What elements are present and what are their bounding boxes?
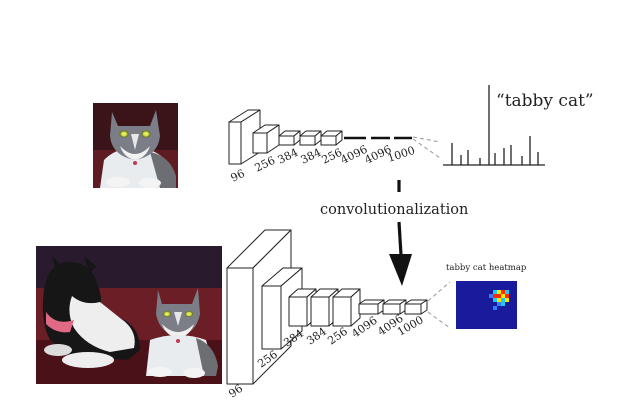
tabby-cat-photo	[93, 103, 178, 188]
top-layer-label: 96	[229, 167, 247, 185]
bottom-layer-1000-box	[405, 300, 427, 314]
tabby-cat-heatmap	[456, 281, 517, 329]
bottom-layer-4096a-box	[359, 300, 384, 314]
top-layer-256b-box	[321, 131, 342, 145]
top-layer-label: 256	[253, 154, 278, 175]
top-layer-384a-box	[279, 131, 300, 145]
bottom-layer-256b-box	[333, 289, 360, 326]
top-layer-label: 384	[276, 146, 301, 167]
bottom-layer-label: 96	[226, 382, 245, 401]
bottom-layer-label: 256	[325, 325, 350, 348]
top-layer-label: 1000	[386, 144, 417, 165]
top-layer-384b-box	[300, 131, 321, 145]
dog-and-cat-photo	[36, 246, 222, 384]
convolutionalization-arrowhead	[389, 254, 412, 286]
convolutionalization-caption: convolutionalization	[320, 202, 468, 218]
convolutionalization-arrow-shaft	[399, 222, 401, 255]
bottom-projection-lines	[428, 282, 450, 328]
bottom-layer-4096b-box	[383, 300, 406, 314]
top-projection-lines	[413, 137, 440, 158]
top-output-label: “tabby cat”	[496, 91, 594, 111]
heatmap-label: tabby cat heatmap	[446, 263, 527, 273]
